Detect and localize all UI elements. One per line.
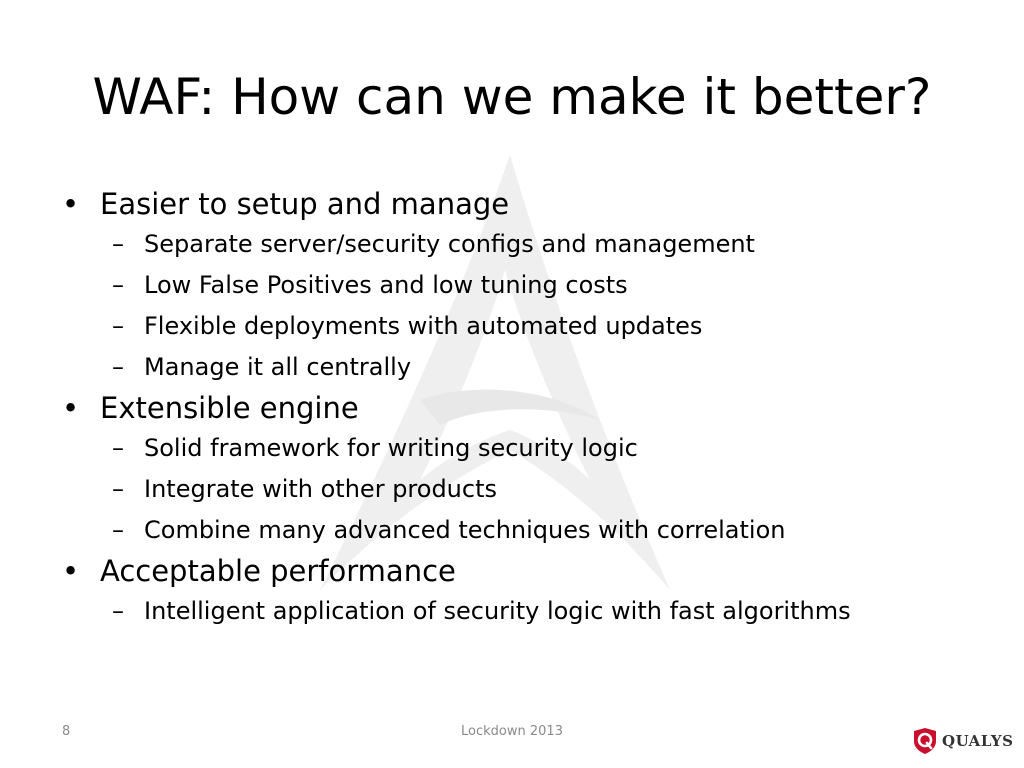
sub-bullet-text: Manage it all centrally <box>144 353 412 381</box>
bullet-text: Acceptable performance <box>100 554 456 588</box>
sub-bullet-item: – Integrate with other products <box>62 469 982 510</box>
sub-bullet-marker: – <box>112 230 124 258</box>
sub-bullet-text: Flexible deployments with automated upda… <box>144 312 703 340</box>
bullet-item: • Acceptable performance <box>62 551 982 591</box>
footer-text: Lockdown 2013 <box>461 724 563 739</box>
sub-bullet-item: – Low False Positives and low tuning cos… <box>62 265 982 306</box>
sub-bullet-marker: – <box>112 271 124 299</box>
qualys-shield-icon <box>914 728 936 754</box>
sub-bullet-marker: – <box>112 597 124 625</box>
sub-bullet-text: Separate server/security configs and man… <box>144 230 755 258</box>
bullet-item: • Easier to setup and manage <box>62 184 982 224</box>
sub-bullet-text: Integrate with other products <box>144 475 498 503</box>
bullet-text: Easier to setup and manage <box>100 187 510 221</box>
sub-bullet-text: Solid framework for writing security log… <box>144 434 638 462</box>
sub-bullet-marker: – <box>112 434 124 462</box>
starfleet-delta-icon <box>320 155 670 590</box>
bullet-marker: • <box>62 187 80 221</box>
bullet-item: • Extensible engine <box>62 388 982 428</box>
sub-bullet-item: – Solid framework for writing security l… <box>62 428 982 469</box>
sub-bullet-marker: – <box>112 353 124 381</box>
bullet-text: Extensible engine <box>100 391 359 425</box>
sub-bullet-item: – Intelligent application of security lo… <box>62 591 982 632</box>
sub-bullet-marker: – <box>112 312 124 340</box>
sub-bullet-text: Low False Positives and low tuning costs <box>144 271 628 299</box>
qualys-wordmark: QUALYS <box>942 732 1014 750</box>
sub-bullet-marker: – <box>112 516 124 544</box>
sub-bullet-item: – Separate server/security configs and m… <box>62 224 982 265</box>
bullet-marker: • <box>62 554 80 588</box>
sub-bullet-item: – Combine many advanced techniques with … <box>62 510 982 551</box>
qualys-logo: QUALYS <box>912 726 1013 756</box>
sub-bullet-item: – Flexible deployments with automated up… <box>62 306 982 347</box>
bullet-list: • Easier to setup and manage – Separate … <box>62 180 982 632</box>
sub-bullet-text: Intelligent application of security logi… <box>144 597 851 625</box>
slide-number: 8 <box>62 724 71 739</box>
sub-bullet-text: Combine many advanced techniques with co… <box>144 516 786 544</box>
sub-bullet-item: – Manage it all centrally <box>62 347 982 388</box>
sub-bullet-marker: – <box>112 475 124 503</box>
slide-title: WAF: How can we make it better? <box>92 68 932 126</box>
bullet-marker: • <box>62 391 80 425</box>
